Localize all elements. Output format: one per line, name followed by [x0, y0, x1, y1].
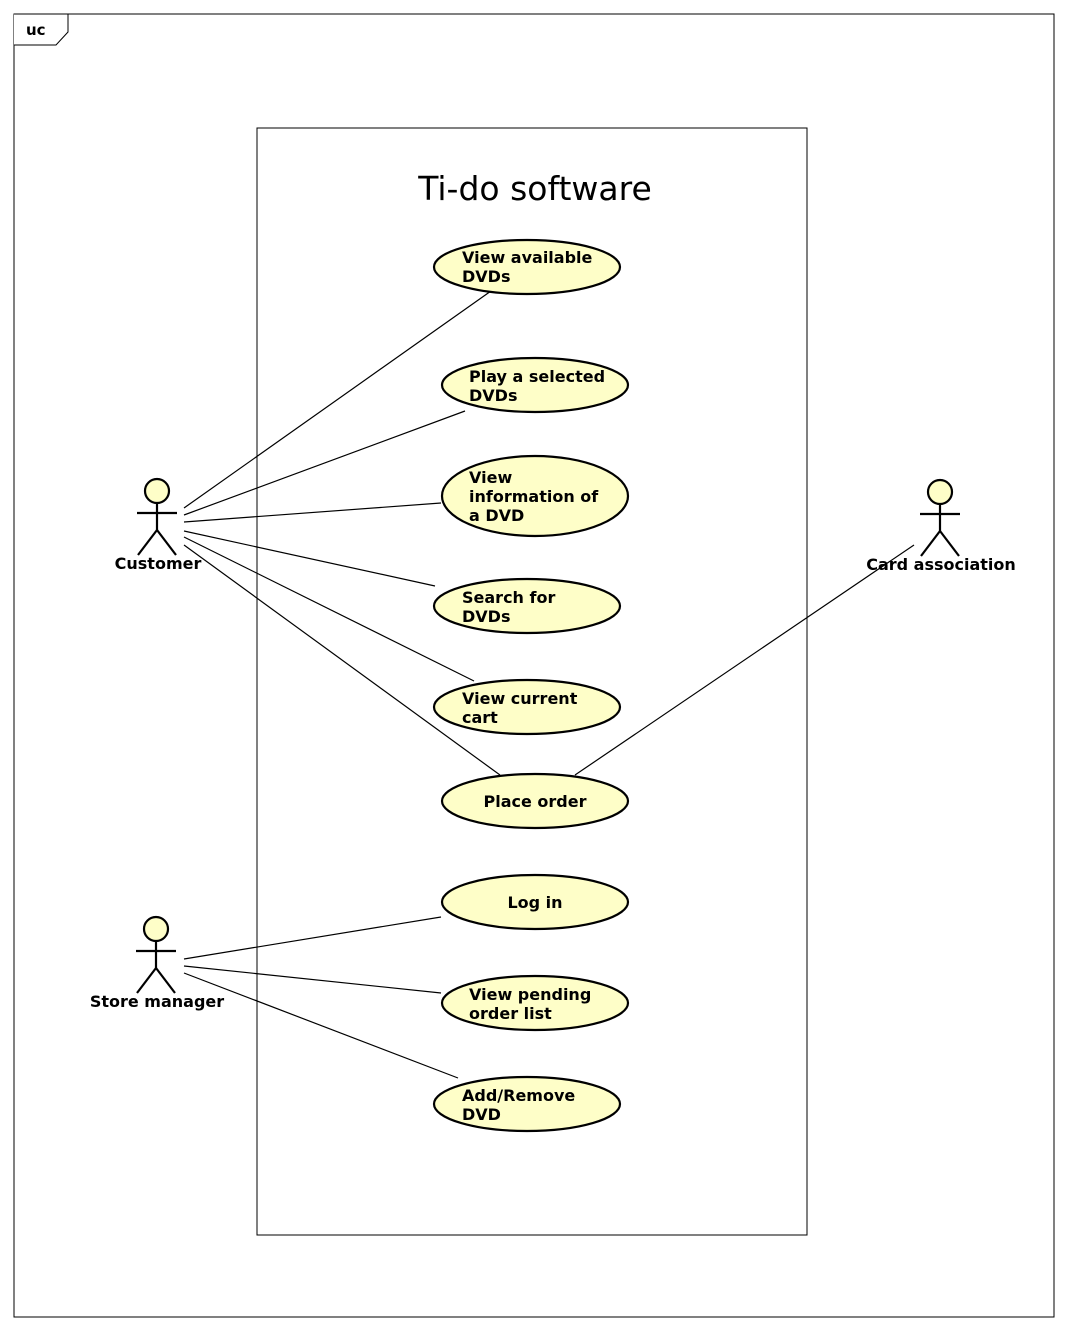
use-case-label: DVDs: [462, 267, 510, 286]
use-case-label: DVDs: [462, 607, 510, 626]
association-customer-view-dvds: [183, 290, 492, 509]
use-case-ellipse: [432, 238, 622, 296]
use-case-place-order[interactable]: Place order: [440, 772, 630, 830]
actor-card[interactable]: Card association: [866, 478, 1016, 574]
actor-head-icon: [142, 915, 170, 943]
use-case-ellipse: [440, 356, 630, 414]
use-case-label: DVD: [462, 1105, 501, 1124]
use-case-label: cart: [462, 708, 498, 727]
actor-head-icon: [926, 478, 954, 506]
actor-head-icon: [143, 477, 171, 505]
actor-customer[interactable]: Customer: [115, 477, 202, 573]
frame-label-tab: [14, 13, 69, 46]
actor-label: Store manager: [90, 992, 224, 1011]
use-case-ellipse: [432, 577, 622, 635]
association-customer-place-order: [183, 544, 501, 776]
association-customer-play-dvd: [183, 410, 466, 516]
actor-left-leg: [137, 529, 158, 556]
association-manager-pending: [183, 965, 442, 994]
actor-right-leg: [155, 967, 176, 994]
use-case-label: View: [469, 468, 512, 487]
use-case-label: Add/Remove: [462, 1086, 575, 1105]
use-case-label: DVDs: [469, 386, 517, 405]
association-customer-search: [183, 530, 436, 587]
use-case-label: Play a selected: [469, 367, 605, 386]
actor-left-leg: [920, 530, 941, 557]
use-case-label: View pending: [469, 985, 591, 1004]
use-case-label: information of: [469, 487, 599, 506]
use-case-ellipse: [440, 974, 630, 1032]
use-case-label: View current: [462, 689, 578, 708]
frame-label: uc: [26, 21, 46, 39]
actor-right-leg: [939, 530, 960, 557]
use-case-label: Log in: [507, 893, 562, 912]
actor-manager[interactable]: Store manager: [90, 915, 224, 1011]
association-customer-view-cart: [183, 536, 475, 682]
actor-left-leg: [136, 967, 157, 994]
use-case-ellipse: [432, 1075, 622, 1133]
actor-label: Customer: [115, 554, 202, 573]
use-case-ellipse: [440, 873, 630, 931]
use-case-ellipse: [440, 454, 630, 538]
association-manager-log-in: [183, 916, 442, 960]
association-customer-view-info: [183, 502, 442, 523]
associations: [183, 290, 915, 1079]
use-case-label: Search for: [462, 588, 555, 607]
actor-label: Card association: [866, 555, 1016, 574]
use-case-ellipse: [440, 772, 630, 830]
use-case-label: Place order: [484, 792, 587, 811]
actor-right-leg: [156, 529, 177, 556]
association-card-place-order: [574, 544, 915, 776]
use-case-label: order list: [469, 1004, 552, 1023]
association-manager-add-remove: [183, 972, 459, 1079]
use-case-log-in[interactable]: Log in: [440, 873, 630, 931]
system-title: Ti-do software: [417, 169, 652, 208]
use-case-ellipse: [432, 678, 622, 736]
use-case-label: a DVD: [469, 506, 524, 525]
use-case-label: View available: [462, 248, 593, 267]
